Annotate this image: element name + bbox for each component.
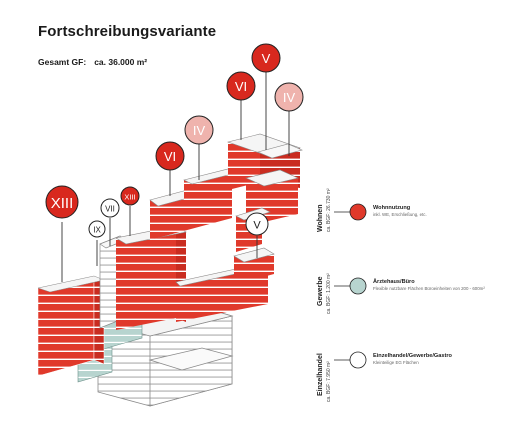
legend-detail: Flexible nutzbare Flächen Büroeinheiten … — [373, 286, 485, 291]
floor-marker: V — [251, 43, 281, 73]
floor-marker-label: IV — [193, 123, 206, 138]
page-title: Fortschreibungsvariante — [38, 23, 217, 40]
legend: Wohnen ca. BGF: 26.730 m² Wohnnutzung in… — [317, 188, 485, 402]
gf-label: Gesamt GF: — [38, 57, 87, 67]
floor-marker-label: V — [253, 220, 261, 232]
floor-marker: VI — [226, 71, 256, 101]
legend-swatch — [349, 203, 367, 221]
legend-detail: inkl. WE, Erschließung, etc. — [373, 212, 427, 217]
floor-marker: IX — [88, 220, 106, 238]
floor-marker: XIII — [45, 185, 79, 219]
floor-marker: VI — [155, 141, 185, 171]
floor-markers: XIII IX VII XIII VI IV VI V — [45, 43, 304, 238]
floor-marker: XIII — [120, 186, 140, 206]
floor-marker-label: VI — [164, 149, 176, 164]
floor-marker-label: V — [262, 51, 271, 66]
residential-block-east — [233, 169, 299, 282]
legend-category: Einzelhandel — [317, 353, 324, 396]
legend-category: Gewerbe — [317, 276, 324, 306]
legend-group-wohnen: Wohnen ca. BGF: 26.730 m² Wohnnutzung in… — [317, 188, 427, 232]
tower-xiii-left — [37, 275, 105, 377]
floor-marker-label: VI — [235, 79, 247, 94]
legend-category: Wohnen — [317, 205, 324, 232]
legend-name: Einzelhandel/Gewerbe/Gastro — [373, 353, 453, 359]
legend-swatch — [349, 351, 367, 369]
floor-marker-label: IV — [283, 90, 296, 105]
legend-name: Wohnnutzung — [373, 205, 411, 211]
legend-name: Ärztehaus/Büro — [373, 278, 415, 285]
legend-group-einzelhandel: Einzelhandel ca. BGF: 7.950 m² Einzelhan… — [317, 351, 453, 402]
floor-marker: VII — [100, 198, 120, 218]
floor-marker-label: IX — [93, 226, 101, 235]
floor-marker: V — [245, 212, 269, 236]
floor-marker-label: VII — [105, 205, 115, 214]
floor-marker: IV — [184, 115, 214, 145]
floor-marker: IV — [274, 82, 304, 112]
residential-block-west — [115, 225, 187, 330]
legend-group-gewerbe: Gewerbe ca. BGF: 1.200 m² Ärztehaus/Büro… — [317, 273, 485, 314]
area-summary: Gesamt GF: ca. 36.000 m² — [38, 57, 147, 67]
legend-swatch — [349, 277, 367, 295]
floor-marker-label: XIII — [124, 193, 135, 202]
legend-area: ca. BGF: 1.200 m² — [326, 273, 332, 314]
gf-value: ca. 36.000 m² — [94, 57, 148, 67]
legend-area: ca. BGF: 26.730 m² — [326, 188, 332, 232]
legend-area: ca. BGF: 7.950 m² — [326, 361, 332, 402]
residential-slab-diagonal — [149, 167, 241, 240]
legend-detail: Kleinteilige EG Flächen — [373, 360, 419, 365]
floor-marker-label: XIII — [51, 195, 74, 212]
marker-stems — [61, 72, 290, 282]
